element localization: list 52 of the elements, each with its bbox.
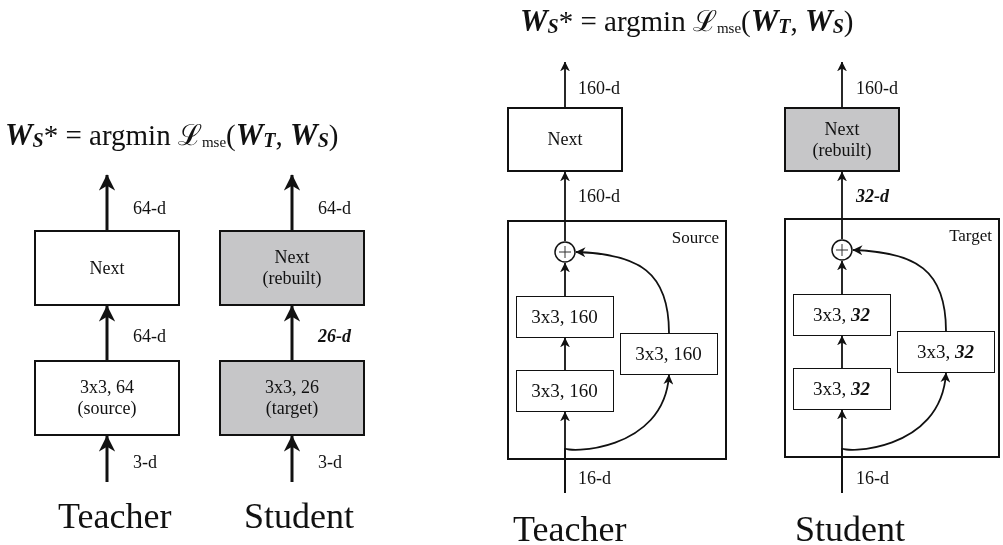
edge-label: 16-d: [856, 468, 889, 489]
arrow: [837, 260, 847, 295]
arrow: [283, 174, 301, 230]
model-caption: Student: [795, 508, 905, 545]
layer-box: 3x3, 26 (target): [219, 360, 365, 436]
block-heading: Target: [949, 226, 992, 246]
arrow: [837, 61, 847, 108]
arrow: [560, 262, 570, 297]
layer-box: 3x3, 160: [515, 369, 614, 412]
arrow: [852, 245, 947, 332]
block-container: [784, 218, 1000, 458]
sum-circle: [830, 238, 853, 261]
edge-label: 3-d: [318, 452, 342, 473]
layer-box: 3x3, 32: [792, 293, 891, 336]
layer-box: 3x3, 160: [515, 295, 614, 338]
layer-box: Next (rebuilt): [219, 230, 365, 306]
edge-label: 3-d: [133, 452, 157, 473]
sum-circle: [553, 240, 576, 263]
model-caption: Teacher: [58, 495, 172, 537]
edge-label: 160-d: [578, 78, 620, 99]
edge-label: 64-d: [133, 326, 166, 347]
edge-label: 160-d: [578, 186, 620, 207]
arrow: [841, 372, 950, 494]
arrow: [560, 171, 570, 242]
arrow: [837, 335, 847, 369]
block-heading: Source: [671, 228, 719, 248]
layer-box: 3x3, 64 (source): [34, 360, 180, 436]
arrow: [564, 374, 673, 494]
layer-box: 3x3, 160: [619, 332, 718, 375]
model-caption: Teacher: [513, 508, 627, 545]
layer-box: Next (rebuilt): [784, 107, 900, 172]
arrow: [837, 171, 847, 240]
edge-label: 160-d: [856, 78, 898, 99]
edge-label: 64-d: [318, 198, 351, 219]
arrow: [575, 247, 670, 334]
model-caption: Student: [244, 495, 354, 537]
edge-label: 32-d: [856, 186, 889, 207]
arrow: [560, 61, 570, 108]
arrow: [283, 435, 301, 482]
edge-label: 16-d: [578, 468, 611, 489]
arrow: [283, 305, 301, 360]
arrow: [560, 337, 570, 371]
edge-label: 26-d: [318, 326, 351, 347]
block-container: [507, 220, 727, 460]
layer-box: Next: [507, 107, 623, 172]
layer-box: 3x3, 32: [792, 367, 891, 410]
arrow: [98, 435, 116, 482]
layer-box: Next: [34, 230, 180, 306]
arrow: [98, 305, 116, 360]
edge-label: 64-d: [133, 198, 166, 219]
arrow: [98, 174, 116, 230]
layer-box: 3x3, 32: [896, 330, 995, 373]
